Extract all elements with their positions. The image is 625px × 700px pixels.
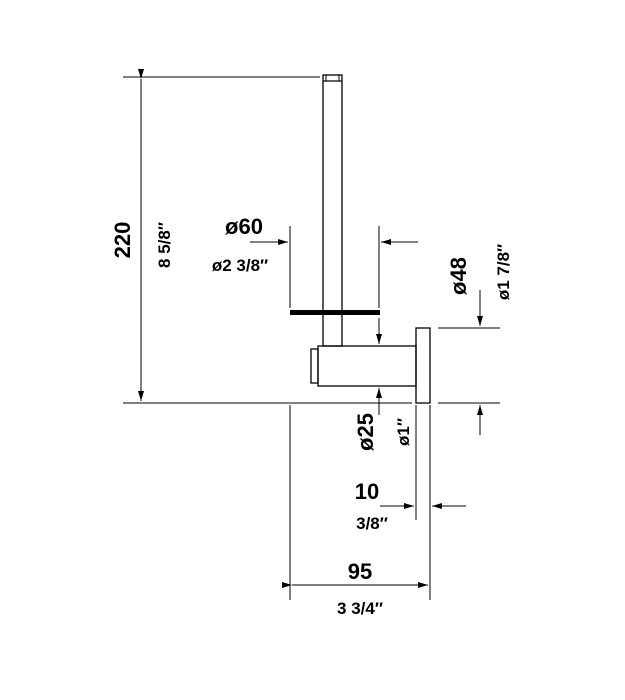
tube-dia-mm-label: ø25 [353,413,378,451]
tube-diameter-dimension: ø25 ø1″ [353,318,413,451]
height-in-label: 8 5/8″ [155,222,174,268]
plate-dia-in-label: ø2 3/8″ [212,256,268,275]
rosette-depth-dimension: 10 3/8″ [355,405,466,600]
height-mm-label: 220 [110,222,135,259]
rosette-depth-mm-label: 10 [355,479,379,504]
plate-dia-mm-label: ø60 [225,214,263,239]
rosette-dia-mm-label: ø48 [446,257,471,295]
product-outline [290,74,431,404]
wall-rosette [415,327,431,404]
vertical-rod [322,74,343,347]
height-dimension: 220 8 5/8″ [110,69,412,404]
plate-diameter-dimension: ø60 ø2 3/8″ [212,214,418,308]
rosette-depth-in-label: 3/8″ [356,514,388,533]
projection-dimension: 95 3 3/4″ [282,405,428,618]
rosette-diameter-dimension: ø48 ø1 7/8″ [438,244,513,435]
tube-end-cap [310,348,319,384]
rosette-dia-in-label: ø1 7/8″ [494,244,513,300]
tube-dia-in-label: ø1″ [394,418,413,446]
horizontal-tube [317,345,417,387]
projection-in-label: 3 3/4″ [337,599,383,618]
roll-stop-disc [290,310,380,315]
projection-mm-label: 95 [348,559,372,584]
